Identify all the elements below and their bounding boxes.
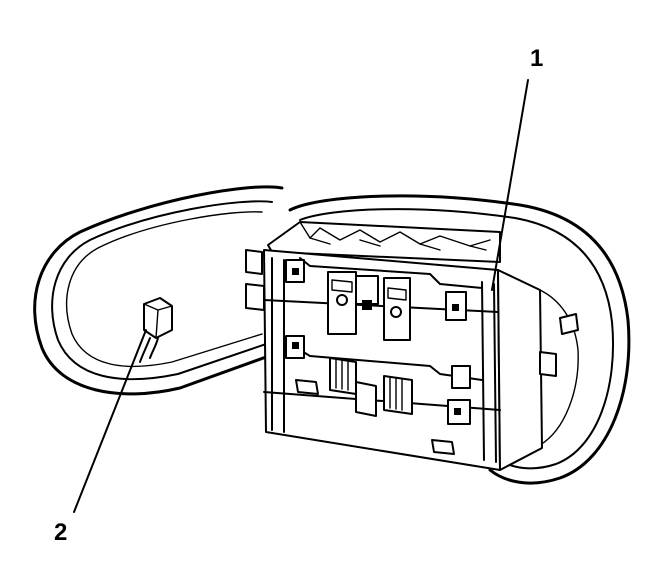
- outer-housing: [288, 194, 631, 485]
- callout-label-2: 2: [54, 519, 67, 546]
- leader-lines: [73, 79, 529, 513]
- leader-line-2: [73, 329, 147, 513]
- leader-line-1: [491, 79, 529, 291]
- callout-label-1: 1: [530, 45, 543, 72]
- control-module: [245, 221, 579, 471]
- open-cover: [33, 185, 284, 396]
- wire-connector: [139, 297, 173, 363]
- lower-connectors: [329, 357, 413, 417]
